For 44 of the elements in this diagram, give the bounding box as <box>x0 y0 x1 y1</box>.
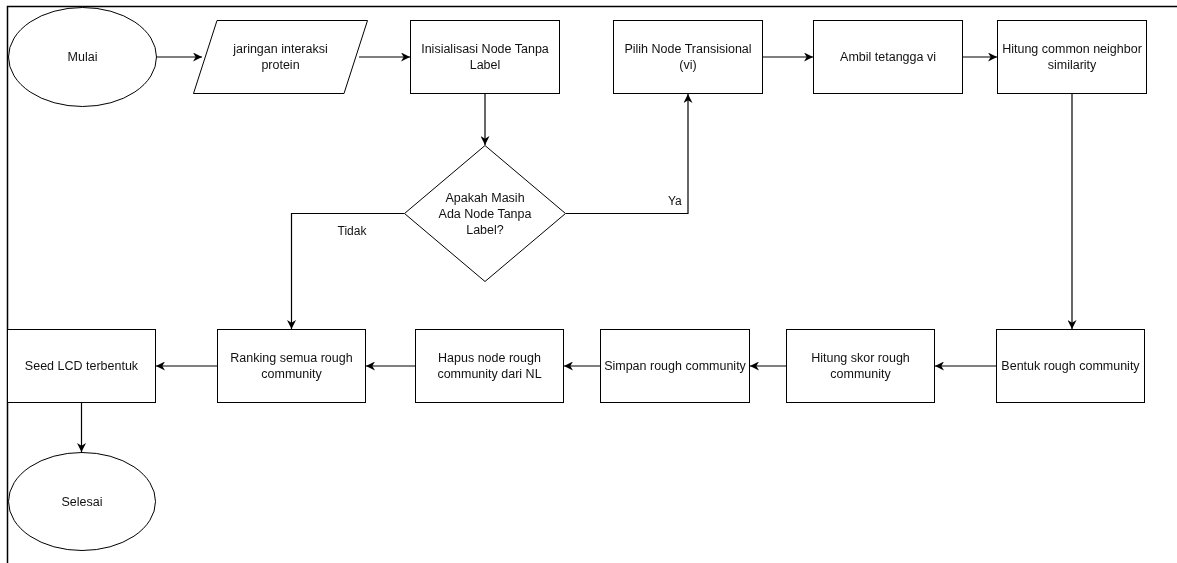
node-label: Mulai <box>67 49 98 65</box>
node-label: Pilih Node Transisional (vi) <box>623 41 753 73</box>
node-label: Ranking semua rough community <box>229 350 354 382</box>
arrow <box>365 361 416 371</box>
input-parallelogram <box>193 20 368 94</box>
process-box <box>7 329 156 403</box>
terminal-ellipse <box>8 7 157 107</box>
process-box <box>997 20 1147 94</box>
process-box <box>786 329 935 403</box>
process-box <box>410 20 560 94</box>
node-label: Hapus node rough community dari NL <box>436 350 543 382</box>
process-box <box>415 329 564 403</box>
arrow <box>1067 93 1077 330</box>
node-label: Inisialisasi Node Tanpa Label <box>420 41 550 73</box>
node-label: Simpan rough community <box>604 358 746 374</box>
arrow <box>155 361 218 371</box>
arrow <box>77 402 86 453</box>
process-box <box>600 329 750 403</box>
node-label: Ambil tetangga vi <box>840 49 936 65</box>
node-label: Selesai <box>61 493 103 510</box>
process-box <box>613 20 763 94</box>
node-label: Hitung skor rough community <box>810 350 911 382</box>
arrow <box>563 361 601 371</box>
decision-diamond <box>404 145 566 282</box>
arrow <box>358 52 411 62</box>
node-label: Bentuk rough community <box>1001 358 1140 374</box>
node-label: Apakah Masih Ada Node Tanpa Label? <box>437 189 533 238</box>
arrow <box>156 52 203 62</box>
process-box <box>996 329 1145 403</box>
node-label: Seed LCD terbentuk <box>24 358 139 374</box>
edge-label: Ya <box>666 193 684 208</box>
arrow <box>287 212 405 330</box>
terminal-ellipse <box>8 452 156 551</box>
node-label: jaringan interaksi protein <box>232 41 329 73</box>
node-label: Hitung common neighbor similarity <box>1001 41 1143 73</box>
arrow <box>934 361 997 371</box>
process-box <box>217 329 366 403</box>
arrow <box>962 52 998 62</box>
arrow <box>762 52 814 62</box>
edge-label: Tidak <box>335 223 369 238</box>
arrow <box>480 93 490 146</box>
process-box <box>813 20 963 94</box>
arrow <box>749 361 787 371</box>
arrow <box>565 93 693 215</box>
